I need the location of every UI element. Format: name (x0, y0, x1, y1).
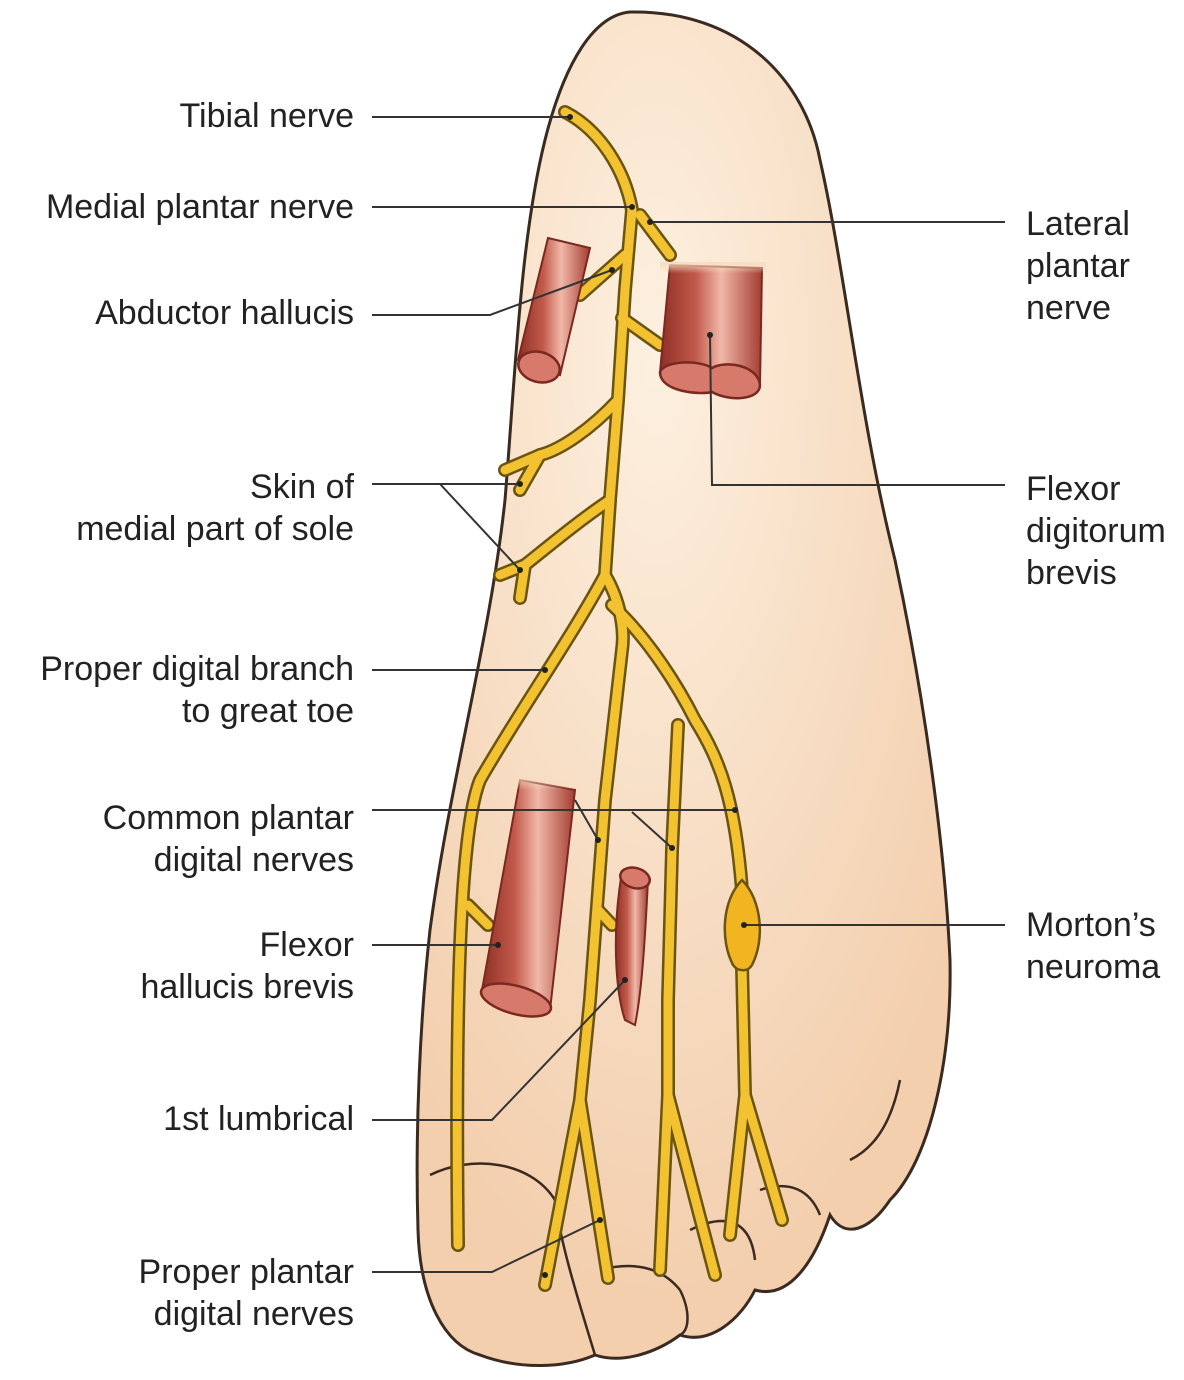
label-skin-medial-sole-line-1: Skin of (76, 466, 354, 508)
flexor-digitorum-brevis-muscle (660, 262, 766, 398)
label-common-plantar-digital-line-1: Common plantar (103, 797, 354, 839)
label-mortons-neuroma: Morton’s neuroma (1026, 904, 1160, 988)
label-mortons-neuroma-line-1: Morton’s (1026, 904, 1160, 946)
label-lateral-plantar-nerve: Lateral plantar nerve (1026, 203, 1130, 329)
label-first-lumbrical: 1st lumbrical (163, 1098, 354, 1140)
label-common-plantar-digital-line-2: digital nerves (103, 839, 354, 881)
label-flexor-hallucis-brevis-line-1: Flexor (140, 924, 354, 966)
label-proper-plantar-digital-line-2: digital nerves (139, 1293, 354, 1335)
label-medial-plantar-nerve-line: Medial plantar nerve (46, 186, 354, 228)
label-common-plantar-digital: Common plantar digital nerves (103, 797, 354, 881)
label-flexor-digitorum-brevis-line-2: digitorum (1026, 510, 1166, 552)
label-proper-digital-branch-line-1: Proper digital branch (40, 648, 354, 690)
label-mortons-neuroma-line-2: neuroma (1026, 946, 1160, 988)
label-proper-digital-branch: Proper digital branch to great toe (40, 648, 354, 732)
label-flexor-digitorum-brevis-line-3: brevis (1026, 552, 1166, 594)
label-skin-medial-sole: Skin of medial part of sole (76, 466, 354, 550)
label-flexor-digitorum-brevis: Flexor digitorum brevis (1026, 468, 1166, 594)
label-proper-plantar-digital-line-1: Proper plantar (139, 1251, 354, 1293)
label-first-lumbrical-line: 1st lumbrical (163, 1098, 354, 1140)
label-skin-medial-sole-line-2: medial part of sole (76, 508, 354, 550)
label-abductor-hallucis: Abductor hallucis (95, 292, 354, 334)
label-medial-plantar-nerve: Medial plantar nerve (46, 186, 354, 228)
label-flexor-hallucis-brevis: Flexor hallucis brevis (140, 924, 354, 1008)
label-lateral-plantar-nerve-line-2: plantar (1026, 245, 1130, 287)
label-tibial-nerve: Tibial nerve (180, 95, 354, 137)
label-flexor-hallucis-brevis-line-2: hallucis brevis (140, 966, 354, 1008)
label-lateral-plantar-nerve-line-1: Lateral (1026, 203, 1130, 245)
label-tibial-nerve-line: Tibial nerve (180, 95, 354, 137)
label-proper-plantar-digital: Proper plantar digital nerves (139, 1251, 354, 1335)
label-lateral-plantar-nerve-line-3: nerve (1026, 287, 1130, 329)
label-abductor-hallucis-line: Abductor hallucis (95, 292, 354, 334)
label-flexor-digitorum-brevis-line-1: Flexor (1026, 468, 1166, 510)
label-proper-digital-branch-line-2: to great toe (40, 690, 354, 732)
